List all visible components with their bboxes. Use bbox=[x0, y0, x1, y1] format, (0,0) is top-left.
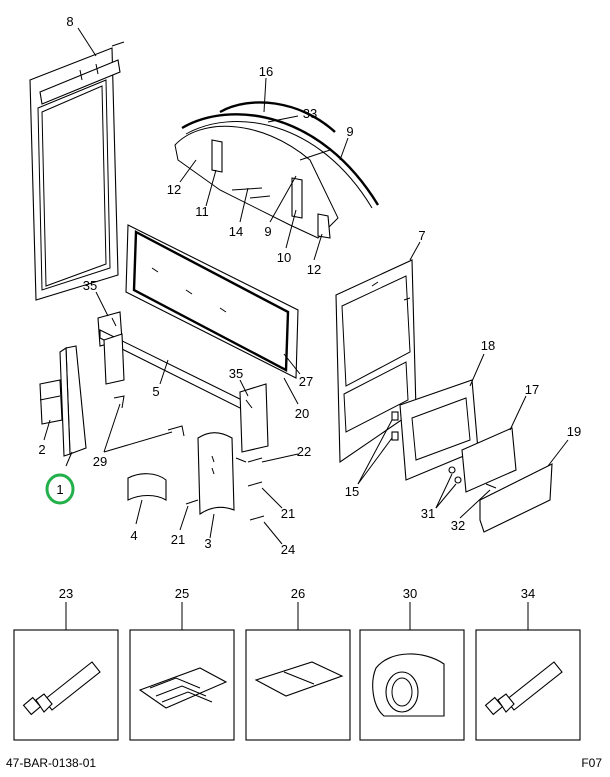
part-1-trim-strip bbox=[59, 345, 87, 457]
callout-3: 3 bbox=[204, 536, 211, 551]
callout-16: 16 bbox=[259, 64, 273, 79]
flat-panel-icon bbox=[254, 661, 344, 697]
drawing-number: 47-BAR-0138-01 bbox=[6, 756, 97, 770]
tube-icon bbox=[484, 661, 563, 716]
callout-22: 22 bbox=[297, 444, 311, 459]
part-3-corner-panel bbox=[197, 432, 235, 516]
callout-35a: 35 bbox=[83, 278, 97, 293]
callout-1: 1 bbox=[56, 482, 63, 497]
callout-11: 11 bbox=[195, 204, 209, 219]
callout-19: 19 bbox=[567, 424, 581, 439]
callout-8: 8 bbox=[66, 14, 73, 29]
callout-9a: 9 bbox=[346, 124, 353, 139]
kit-label-25: 25 bbox=[175, 586, 189, 601]
kit-label-30: 30 bbox=[403, 586, 417, 601]
part-4-curved-cover bbox=[127, 473, 167, 501]
part-2-bracket bbox=[39, 379, 63, 425]
callout-21a: 21 bbox=[171, 532, 185, 547]
sheet-code: F07 bbox=[581, 756, 602, 770]
callout-12a: 12 bbox=[167, 182, 181, 197]
part-17-glass bbox=[461, 427, 517, 493]
callout-labels: 8 16 33 9 12 11 14 9 10 12 7 35 5 35 27 … bbox=[38, 14, 581, 557]
leader-lines bbox=[43, 27, 569, 545]
corrugated-panel-icon bbox=[138, 667, 228, 709]
callout-32: 32 bbox=[451, 518, 465, 533]
foam-block-icon bbox=[372, 653, 445, 717]
part-5-back-panel bbox=[97, 224, 299, 453]
callout-7: 7 bbox=[418, 228, 425, 243]
callout-24: 24 bbox=[281, 542, 295, 557]
kit-label-26: 26 bbox=[291, 586, 305, 601]
kit-box-30: 30 bbox=[359, 586, 465, 741]
callout-5: 5 bbox=[152, 384, 159, 399]
kit-label-34: 34 bbox=[521, 586, 535, 601]
highlight-ring bbox=[45, 473, 75, 505]
part-29-clips bbox=[113, 395, 185, 437]
kit-box-26: 26 bbox=[245, 586, 351, 741]
callout-2: 2 bbox=[38, 442, 45, 457]
callout-10: 10 bbox=[277, 250, 291, 265]
callout-21b: 21 bbox=[281, 506, 295, 521]
tube-icon bbox=[22, 661, 101, 716]
kit-box-23: 23 bbox=[13, 586, 119, 741]
part-screws bbox=[185, 457, 265, 521]
callout-31: 31 bbox=[421, 506, 435, 521]
kit-label-23: 23 bbox=[59, 586, 73, 601]
callout-17: 17 bbox=[525, 382, 539, 397]
part-18-window-frame bbox=[399, 379, 479, 481]
callout-20: 20 bbox=[295, 406, 309, 421]
kit-box-25: 25 bbox=[129, 586, 235, 741]
callout-12b: 12 bbox=[307, 262, 321, 277]
callout-9b: 9 bbox=[264, 224, 271, 239]
callout-29: 29 bbox=[93, 454, 107, 469]
callout-33: 33 bbox=[303, 106, 317, 121]
callout-14: 14 bbox=[229, 224, 243, 239]
callout-18: 18 bbox=[481, 338, 495, 353]
callout-27: 27 bbox=[299, 374, 313, 389]
part-hardware-fasteners bbox=[391, 411, 497, 489]
part-8-rear-frame bbox=[29, 41, 125, 301]
callout-35b: 35 bbox=[229, 366, 243, 381]
callout-15: 15 bbox=[345, 484, 359, 499]
kit-box-34: 34 bbox=[475, 586, 581, 741]
part-roof-header-assembly bbox=[174, 101, 380, 239]
callout-4: 4 bbox=[130, 528, 137, 543]
part-19-seal-strip bbox=[479, 463, 553, 533]
